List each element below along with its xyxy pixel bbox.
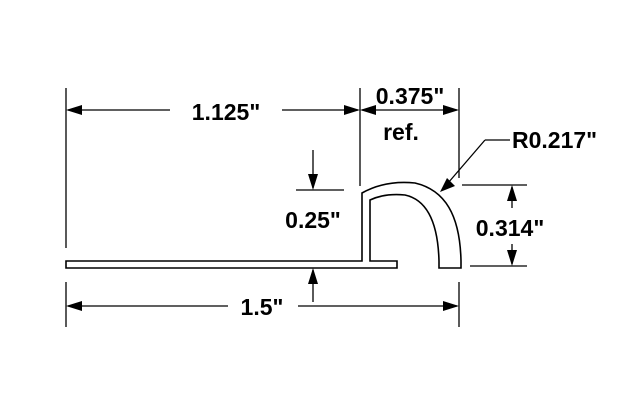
trim-profile bbox=[65, 181, 462, 269]
dim-label-step-height: 0.25" bbox=[285, 207, 341, 233]
dim-label-profile-height: 0.314" bbox=[476, 215, 544, 241]
dim-label-top-length: 1.125" bbox=[192, 99, 260, 125]
dimension-radius: R0.217" bbox=[440, 127, 597, 192]
dimension-step-height: 0.25" bbox=[285, 150, 341, 302]
dimension-return-width: 0.375" ref. bbox=[360, 83, 459, 145]
dim-label-return-width: 0.375" bbox=[376, 83, 444, 109]
dim-label-radius: R0.217" bbox=[512, 127, 597, 153]
dimension-profile-height: 0.314" bbox=[476, 185, 544, 266]
dim-label-return-note: ref. bbox=[383, 119, 419, 145]
dim-label-overall-length: 1.5" bbox=[241, 294, 284, 320]
dimension-top-length: 1.125" bbox=[66, 99, 360, 125]
dimension-overall-length: 1.5" bbox=[66, 294, 459, 320]
